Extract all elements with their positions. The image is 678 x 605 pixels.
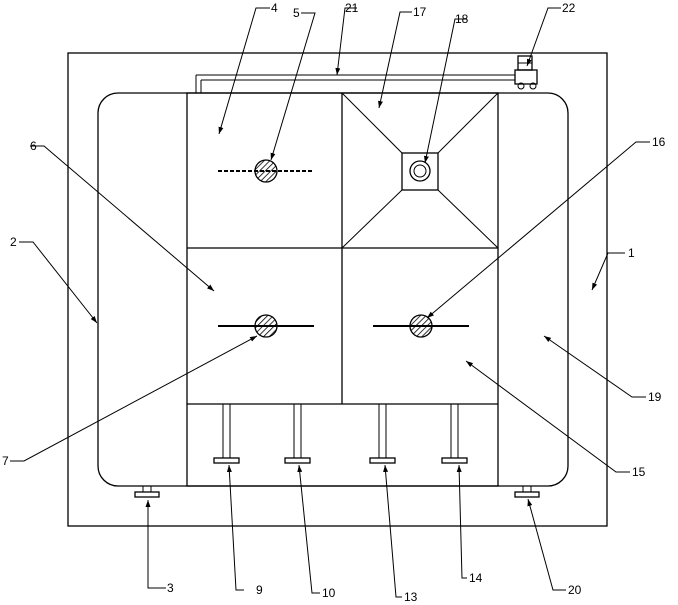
leader-lines [10, 7, 650, 598]
label-4: 4 [271, 1, 278, 15]
label-16: 16 [652, 135, 666, 149]
label-6: 6 [30, 139, 37, 153]
label-5: 5 [293, 6, 300, 20]
drain-pipe-9 [213, 404, 240, 464]
label-15: 15 [632, 465, 646, 479]
label-14: 14 [469, 571, 483, 585]
roller-16 [373, 314, 469, 338]
label-7: 7 [2, 454, 9, 468]
roller-7 [218, 314, 314, 338]
outer-frame [67, 52, 608, 527]
drain-pipes [213, 404, 468, 464]
label-20: 20 [568, 583, 582, 597]
drain-pipe-13 [369, 404, 396, 464]
label-18: 18 [455, 12, 469, 26]
label-2: 2 [10, 235, 17, 249]
label-19: 19 [648, 390, 662, 404]
label-13: 13 [404, 590, 418, 604]
label-21: 21 [345, 1, 359, 15]
labels: 1 2 3 4 5 6 7 9 10 13 14 15 16 17 18 19 … [2, 1, 666, 604]
outlet-3 [134, 486, 160, 498]
hopper [341, 92, 499, 249]
label-10: 10 [322, 586, 336, 600]
roller-5 [218, 159, 314, 183]
label-3: 3 [167, 581, 174, 595]
top-pipe [195, 74, 515, 93]
valve-icon [514, 55, 538, 90]
outlet-20 [514, 486, 540, 498]
label-9: 9 [256, 583, 263, 597]
label-1: 1 [628, 246, 635, 260]
drain-pipe-10 [284, 404, 311, 464]
label-22: 22 [562, 1, 576, 15]
drain-pipe-14 [441, 404, 468, 464]
label-17: 17 [413, 5, 427, 19]
